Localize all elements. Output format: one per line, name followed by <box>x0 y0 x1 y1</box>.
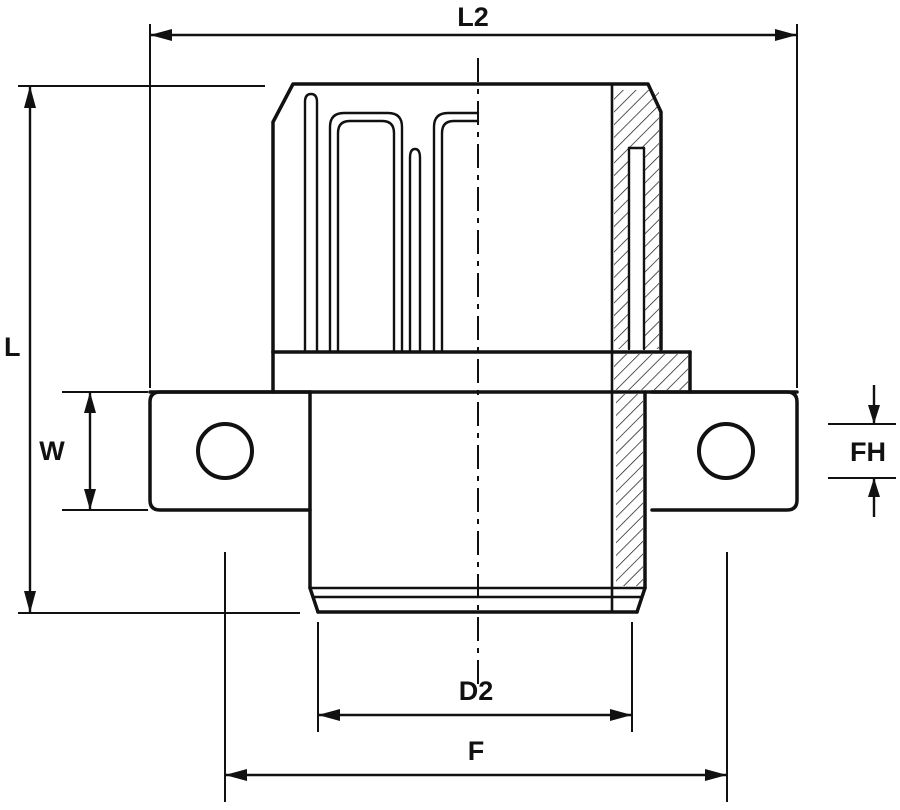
dim-w: W <box>39 391 148 511</box>
dim-l-label: L <box>4 332 21 362</box>
dim-d2-arrow-right <box>610 709 632 721</box>
lower-body <box>308 390 647 614</box>
finger-slot-1 <box>303 92 319 354</box>
bevel-right <box>635 586 647 614</box>
fixing-hole-right <box>697 422 755 480</box>
hatch-shoulder <box>614 354 688 390</box>
shoulder <box>148 350 799 394</box>
fixing-hole-left <box>196 422 254 480</box>
dim-f-arrow-left <box>225 769 247 781</box>
dim-w-label: W <box>39 436 65 466</box>
bevel-left <box>308 586 320 614</box>
section-hatching <box>614 90 688 586</box>
dim-f: F <box>224 552 728 802</box>
dim-l2: L2 <box>149 2 798 388</box>
dimensions: L2 L W FH <box>4 2 896 802</box>
dim-w-arrow-bottom <box>84 489 96 510</box>
finger-outer-1 <box>328 111 404 354</box>
cap-outline <box>271 82 663 354</box>
cap-fingers <box>303 92 480 354</box>
hatch-gap <box>629 148 644 349</box>
dim-w-arrow-top <box>84 392 96 413</box>
dim-d2-label: D2 <box>459 676 494 706</box>
finger-outer-2 <box>432 111 480 354</box>
dim-d2-arrow-left <box>318 709 340 721</box>
dim-f-arrow-right <box>705 769 727 781</box>
finger-inner-2 <box>440 119 480 354</box>
dim-l-arrow-top <box>24 86 36 108</box>
dim-l-arrow-bottom <box>24 591 36 613</box>
dim-l2-arrow-left <box>150 29 172 41</box>
bracket-right <box>650 390 799 512</box>
dim-fh-label: FH <box>850 437 886 467</box>
dim-l: L <box>4 85 300 614</box>
dim-fh-arrow-top <box>868 405 880 424</box>
dim-fh-arrow-bottom <box>868 478 880 497</box>
fixing-brackets <box>148 390 799 512</box>
hatch-body-wall <box>616 394 643 586</box>
dim-l2-arrow-right <box>775 29 797 41</box>
dim-f-label: F <box>468 736 485 766</box>
bracket-left <box>148 390 312 512</box>
dim-d2: D2 <box>317 622 633 732</box>
dim-fh: FH <box>828 385 896 517</box>
finger-slot-2 <box>408 147 422 354</box>
part-views <box>148 58 799 685</box>
finger-inner-1 <box>336 119 396 354</box>
dim-l2-label: L2 <box>457 2 489 32</box>
